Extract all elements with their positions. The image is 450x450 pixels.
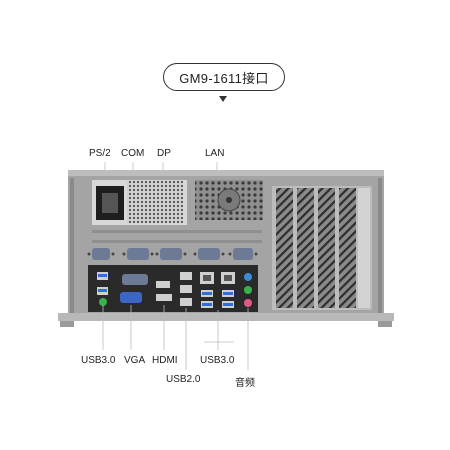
label-com: COM [121,148,145,159]
title-pill: GM9-1611接口 [163,63,285,91]
label-usb30-right: USB3.0 [200,355,235,366]
label-ps2: PS/2 [89,148,111,159]
expansion-slots [272,186,372,310]
page-title: GM9-1611接口 [179,70,269,86]
audio-mic-icon [244,299,252,307]
label-hdmi: HDMI [152,355,178,366]
vga-port-icon [120,292,142,303]
bottom-leader-lines [102,305,249,370]
down-arrow-icon [219,96,227,102]
label-lan: LAN [205,148,225,159]
hdmi-port-icon [156,294,172,301]
audio-line-out-icon [244,286,252,294]
audio-line-in-icon [244,273,252,281]
chassis-rail [58,313,394,321]
serial-port-row [92,248,253,260]
label-dp: DP [157,148,171,159]
ps2-port-icon [99,298,107,306]
label-usb30-left: USB3.0 [81,355,116,366]
label-audio: 音频 [235,378,255,389]
label-vga: VGA [124,355,146,366]
psu-fan-grille [127,181,183,223]
label-usb20: USB2.0 [166,374,201,385]
